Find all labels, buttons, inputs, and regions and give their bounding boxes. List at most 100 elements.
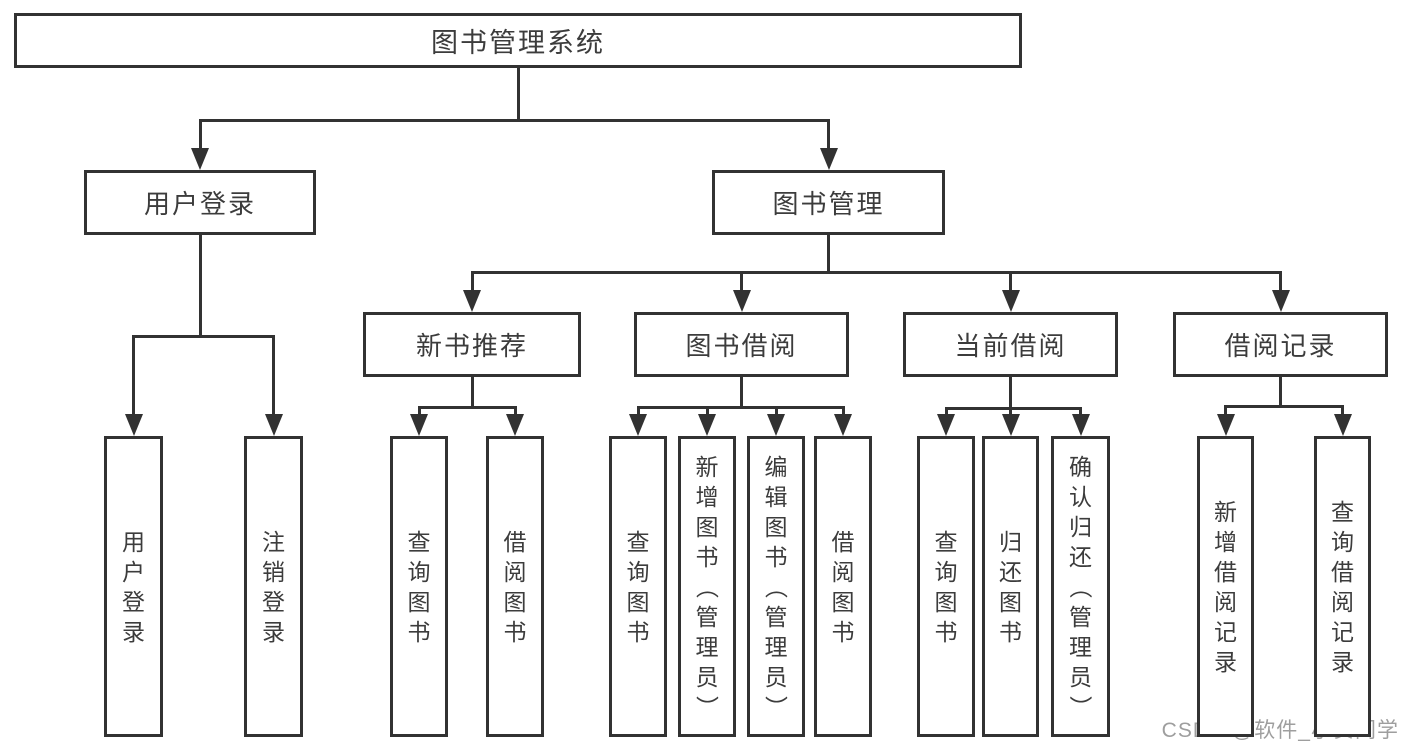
node-label-char: 查	[407, 528, 431, 555]
node-label: 用户登录	[143, 189, 256, 219]
node-label-char: 图	[934, 588, 958, 615]
connector-branch-book-borrow	[636, 405, 845, 409]
node-label-char: 录	[262, 618, 285, 645]
node-label-char: 归	[1069, 513, 1092, 540]
node-box-new-book-recommend: 新书推荐	[363, 312, 581, 377]
node-label-char: 员	[764, 663, 788, 690]
node-label: 借阅记录	[1224, 331, 1337, 361]
node-label-char: 管	[695, 603, 719, 630]
connector-stem-user-login	[198, 235, 202, 338]
node-label-char: 阅	[1331, 588, 1354, 615]
arrow-down-icon	[1001, 290, 1020, 312]
node-label-char: 录	[1214, 648, 1237, 675]
connector-drop-leaf-logout	[272, 336, 275, 416]
connector-drop-leaf-query-book-2	[636, 407, 640, 416]
node-label-char: 借	[1214, 558, 1237, 585]
node-box-leaf-query-book-3: 查询图书	[917, 436, 975, 737]
node-label-char: 销	[262, 558, 285, 585]
node-label-char: 理	[695, 633, 719, 660]
connector-drop-leaf-add-book	[705, 407, 709, 416]
node-label: 图书借阅	[685, 331, 798, 361]
node-label-char: 还	[1069, 543, 1092, 570]
arrow-down-icon	[463, 290, 481, 312]
arrow-down-icon	[732, 290, 751, 312]
node-label-char: 书	[999, 618, 1022, 645]
node-label-char: 书	[934, 618, 958, 645]
node-label-char: 借	[503, 528, 527, 555]
connector-stem-book-borrow	[740, 377, 743, 409]
node-box-leaf-borrow-book-2: 借阅图书	[814, 436, 872, 737]
node-label-char: 员	[695, 663, 719, 690]
node-box-leaf-query-book-2: 查询图书	[609, 436, 667, 737]
node-label-char: 认	[1069, 483, 1092, 510]
connector-drop-leaf-borrow-book-2	[841, 407, 845, 416]
node-label-char: 图	[999, 588, 1022, 615]
node-box-user-login: 用户登录	[84, 170, 316, 235]
connector-drop-leaf-confirm-return	[1079, 408, 1082, 416]
connector-drop-leaf-user-login	[132, 336, 135, 416]
arrow-down-icon	[834, 414, 852, 436]
arrow-down-icon	[767, 414, 785, 436]
node-box-book-mgmt: 图书管理	[712, 170, 945, 235]
connector-drop-current-borrow	[1009, 272, 1012, 292]
node-label-char: 还	[999, 558, 1022, 585]
node-label: 图书管理系统	[431, 28, 605, 58]
node-box-leaf-add-record: 新增借阅记录	[1197, 436, 1254, 737]
arrow-down-icon	[937, 414, 955, 436]
arrow-down-icon	[1216, 414, 1235, 436]
connector-drop-leaf-query-record	[1341, 406, 1344, 416]
connector-drop-user-login	[198, 120, 202, 150]
node-label-char: 图	[831, 588, 855, 615]
node-label-char: 确	[1069, 453, 1092, 480]
node-label-char: ）	[1067, 695, 1094, 718]
node-label-char: 注	[262, 528, 285, 555]
connector-drop-leaf-return-book	[1009, 408, 1012, 416]
arrow-down-icon	[698, 414, 716, 436]
node-label: 图书管理	[772, 189, 885, 219]
node-label-char: 图	[764, 513, 788, 540]
node-box-leaf-borrow-book-1: 借阅图书	[486, 436, 544, 737]
connector-stem-book-mgmt	[827, 235, 830, 274]
node-label-char: 记	[1331, 618, 1354, 645]
node-label-char: 询	[1331, 528, 1354, 555]
node-label-char: 管	[1069, 603, 1092, 630]
node-label-char: 阅	[831, 558, 855, 585]
connector-drop-leaf-query-book-3	[944, 408, 948, 416]
node-label-char: ）	[763, 695, 789, 718]
connector-drop-new-book-recommend	[470, 272, 474, 292]
node-label-char: ）	[694, 695, 720, 718]
connector-drop-borrow-records	[1279, 272, 1282, 292]
node-box-leaf-return-book: 归还图书	[982, 436, 1039, 737]
node-label-char: （	[1067, 575, 1094, 598]
arrow-down-icon	[1333, 414, 1352, 436]
connector-drop-leaf-borrow-book-1	[513, 407, 517, 416]
arrow-down-icon	[264, 414, 283, 436]
connector-branch-borrow-records	[1224, 404, 1344, 408]
node-label-char: 理	[1069, 633, 1092, 660]
connector-branch-current-borrow	[944, 406, 1082, 410]
node-box-leaf-edit-book: 编辑图书（管理员）	[747, 436, 805, 737]
node-label: 新书推荐	[415, 331, 528, 361]
connector-stem-current-borrow	[1009, 377, 1012, 410]
node-label-char: 书	[407, 618, 431, 645]
connector-drop-book-borrow	[740, 272, 743, 292]
node-label-char: 登	[262, 588, 285, 615]
connector-branch-book-mgmt	[470, 270, 1282, 274]
node-label-char: 借	[1331, 558, 1354, 585]
node-label-char: 员	[1069, 663, 1092, 690]
node-label-char: 增	[1214, 528, 1237, 555]
connector-drop-book-mgmt	[827, 120, 830, 150]
node-label-char: 新	[1214, 498, 1237, 525]
arrow-down-icon	[191, 148, 209, 170]
node-box-leaf-query-book-1: 查询图书	[390, 436, 448, 737]
node-label-char: 编	[764, 453, 788, 480]
node-label-char: 书	[626, 618, 650, 645]
node-box-root: 图书管理系统	[14, 13, 1022, 68]
node-label-char: 书	[695, 543, 719, 570]
node-label-char: 理	[764, 633, 788, 660]
node-label-char: 记	[1214, 618, 1237, 645]
node-label-char: 录	[1331, 648, 1354, 675]
connector-stem-borrow-records	[1279, 377, 1282, 408]
node-label-char: 户	[122, 558, 145, 585]
connector-branch-root	[198, 118, 830, 122]
